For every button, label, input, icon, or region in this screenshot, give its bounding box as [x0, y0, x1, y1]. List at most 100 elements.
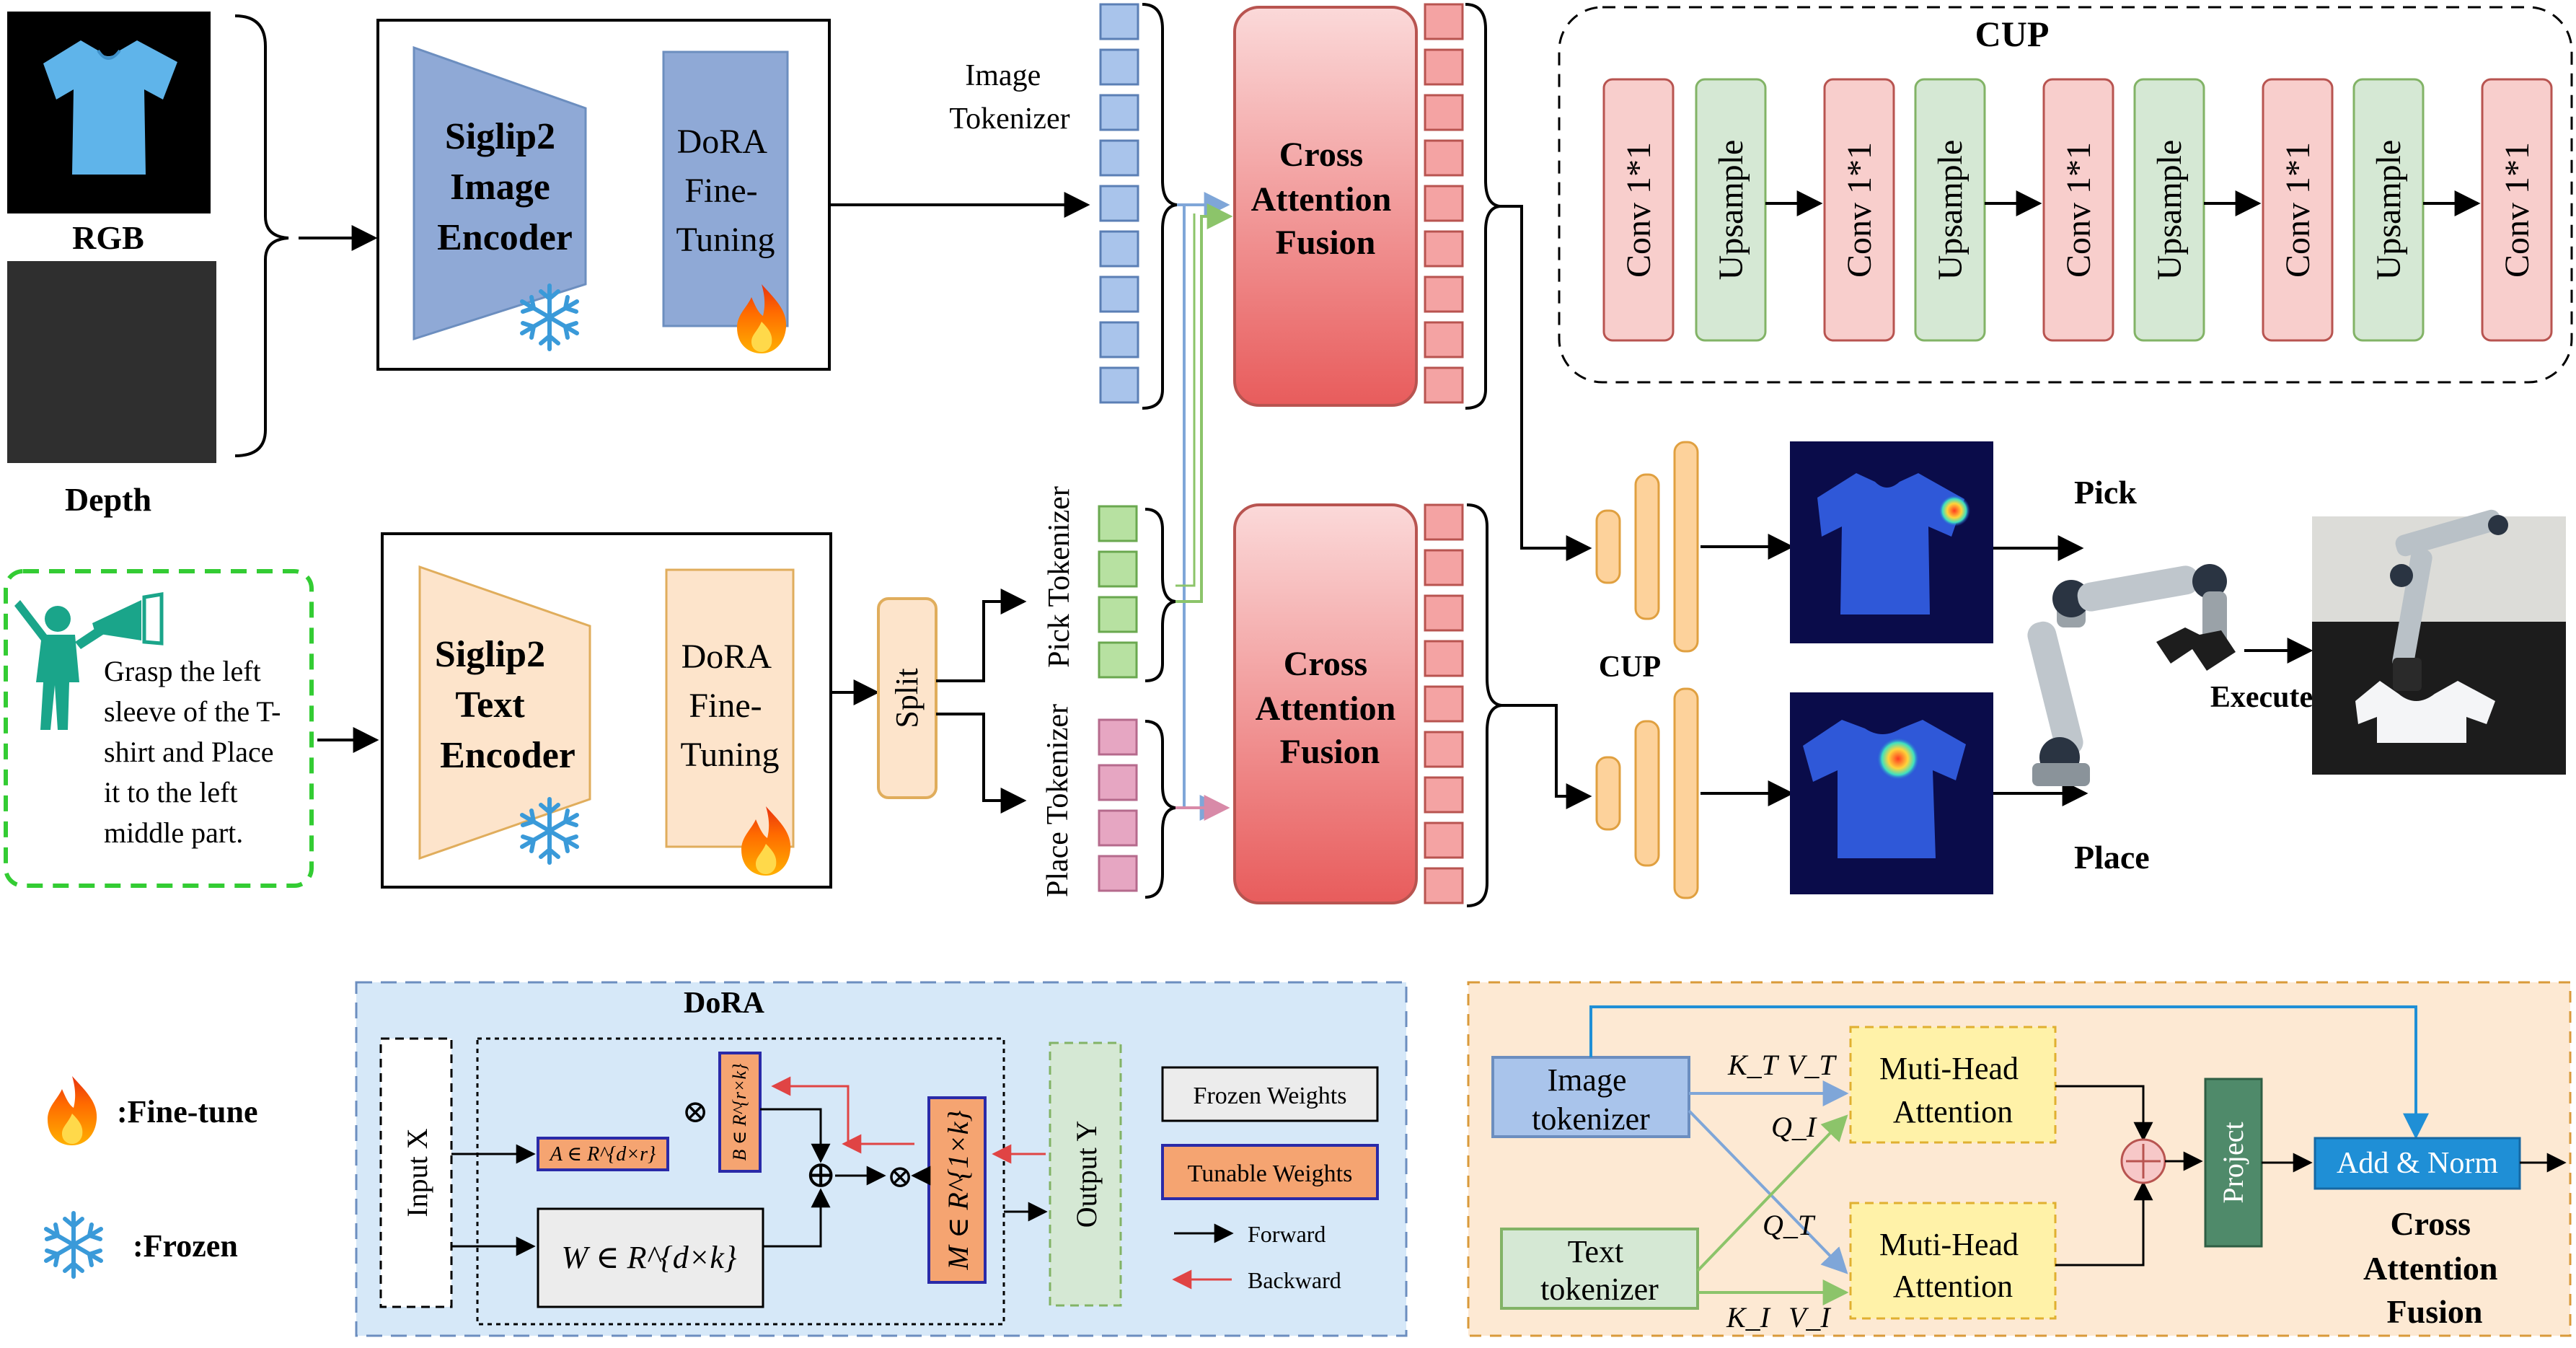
place-token-brace [1144, 720, 1176, 899]
decoder-bar [1634, 473, 1660, 620]
caf-text-tokenizer-label: Text tokenizer [1540, 1234, 1659, 1307]
svg-text:Tunable Weights: Tunable Weights [1188, 1160, 1353, 1187]
image-tokenizer-label: Image Tokenizer [949, 59, 1069, 136]
split-block: Split [877, 597, 938, 799]
image-token-4 [1099, 139, 1139, 177]
svg-text:Output Y: Output Y [1070, 1121, 1103, 1228]
place-tokenizer-label: Place Tokenizer [1041, 704, 1075, 897]
dora-panel: DoRA Input X A ∈ R^{d×r} ⊗ B ∈ R^{r×k} W… [355, 981, 1408, 1337]
rgb-label: RGB [72, 219, 144, 256]
fusion-bottom-brace [1466, 503, 1502, 907]
fusion-bottom-token-6 [1424, 731, 1464, 768]
fusion-bottom-token-4 [1424, 640, 1464, 677]
qt-label: Q_T [1763, 1209, 1816, 1241]
tunable-weights-legend-box [1161, 1144, 1379, 1200]
conv-block [2042, 78, 2114, 342]
pick-label: Pick [2074, 474, 2137, 511]
svg-text:Input X: Input X [401, 1128, 433, 1217]
fusion-bottom-token-1 [1424, 503, 1464, 541]
image-token-2 [1099, 48, 1139, 86]
frozen-legend-label: :Frozen [133, 1228, 238, 1264]
fusion-top-token-8 [1424, 321, 1464, 358]
decoder-bar [1673, 441, 1699, 653]
sum-node [2120, 1138, 2166, 1184]
upsample-block-label: Upsample [1931, 140, 1970, 281]
fusion-bottom-to-cup-line [1501, 704, 1592, 809]
fusion-top-token-1 [1424, 3, 1464, 40]
fusion-top-to-cup-line [1500, 205, 1592, 561]
split-to-place-arrow [936, 713, 1027, 814]
place-heatmap-image [1790, 692, 1993, 894]
dora-panel-title: DoRA [684, 987, 765, 1020]
image-token-stack [1099, 3, 1139, 404]
cup-panel-title: CUP [1975, 14, 2050, 54]
a-matrix-box [537, 1137, 669, 1171]
conv-block [1602, 78, 1675, 342]
svg-text:Cross Attention Fu: Cross Attention Fusion [1251, 136, 1401, 262]
w-matrix-label: W ∈ R^{d×k} [561, 1240, 736, 1275]
mha-box-bottom [1849, 1202, 2057, 1320]
fusion-output-token-stack-bottom [1424, 503, 1464, 904]
fusion-top-token-2 [1424, 48, 1464, 86]
text-encoder-box: Siglip2 Text Encoder DoRA Fine- Tuning [381, 532, 832, 889]
input-x-box [379, 1037, 453, 1308]
fusion-top-token-3 [1424, 94, 1464, 131]
place-token-3 [1098, 809, 1138, 847]
svg-text:Backward: Backward [1248, 1267, 1341, 1293]
svg-text:Cross Attention Fu: Cross Attention Fusion [1256, 645, 1405, 771]
pick-token-brace [1144, 508, 1176, 682]
caf-text-tokenizer-box [1500, 1228, 1699, 1310]
conv-block [1823, 78, 1895, 342]
conv-block-label: Conv 1*1 [2060, 142, 2098, 278]
split-to-pick-arrow [936, 589, 1027, 682]
pick-token-3 [1098, 596, 1138, 633]
fusion-top-brace [1465, 3, 1501, 410]
decoder-bar [1595, 509, 1621, 584]
image-token-5 [1099, 185, 1139, 222]
vi-label: V_I [1788, 1301, 1831, 1334]
cup-decoder-bottom [1595, 687, 1699, 899]
fusion-bottom-token-2 [1424, 549, 1464, 586]
fusion-top-token-5 [1424, 185, 1464, 222]
instruction-box: Grasp the left sleeve of the T- shirt an… [4, 569, 314, 888]
image-encoder-trapezoid [413, 45, 587, 341]
mha-box-top [1849, 1026, 2057, 1144]
fusion-bottom-token-7 [1424, 776, 1464, 814]
qi-label: Q_I [1771, 1111, 1817, 1143]
fusion-output-token-stack-top [1424, 3, 1464, 404]
pick-to-top-fusion-line-2 [1175, 213, 1196, 587]
image-token-7 [1099, 276, 1139, 313]
place-token-1 [1098, 718, 1138, 756]
place-token-stack [1098, 718, 1138, 892]
snowflake-legend-icon [46, 1213, 101, 1277]
speaker-icon [14, 592, 164, 730]
flame-legend-icon [48, 1076, 97, 1145]
robot-arm-illustration [2027, 564, 2236, 786]
robot-execution-photo [2312, 509, 2566, 775]
conv-block [2262, 78, 2334, 342]
pick-token-2 [1098, 550, 1138, 588]
place-token-4 [1098, 855, 1138, 892]
image-token-brace [1142, 3, 1178, 410]
tensor-product-symbol-1: ⊗ [682, 1094, 709, 1129]
caf-image-tokenizer-box [1491, 1056, 1690, 1138]
legend: :Fine-tune :Frozen [46, 1076, 258, 1277]
finetune-legend-label: :Fine-tune [117, 1094, 258, 1129]
pick-tokenizer-label: Pick Tokenizer [1043, 486, 1076, 668]
svg-text:Split: Split [889, 668, 925, 728]
cross-attention-fusion-panel: Image tokenizer Text tokenizer Muti-Head… [1467, 981, 2572, 1337]
pick-token-stack [1098, 505, 1138, 679]
backward-arrow-to-b [771, 1076, 850, 1147]
pick-token-1 [1098, 505, 1138, 542]
conv-block-label: Conv 1*1 [1620, 142, 1658, 278]
upsample-block-label: Upsample [1712, 140, 1750, 281]
upsample-block-label: Upsample [2370, 140, 2408, 281]
kt-label: K_T [1727, 1049, 1780, 1081]
conv-block-label: Conv 1*1 [1840, 142, 1879, 278]
execute-label: Execute [2210, 681, 2313, 714]
m-matrix-box [927, 1096, 987, 1284]
fusion-top-token-7 [1424, 276, 1464, 313]
upsample-block-label: Upsample [2151, 140, 2189, 281]
